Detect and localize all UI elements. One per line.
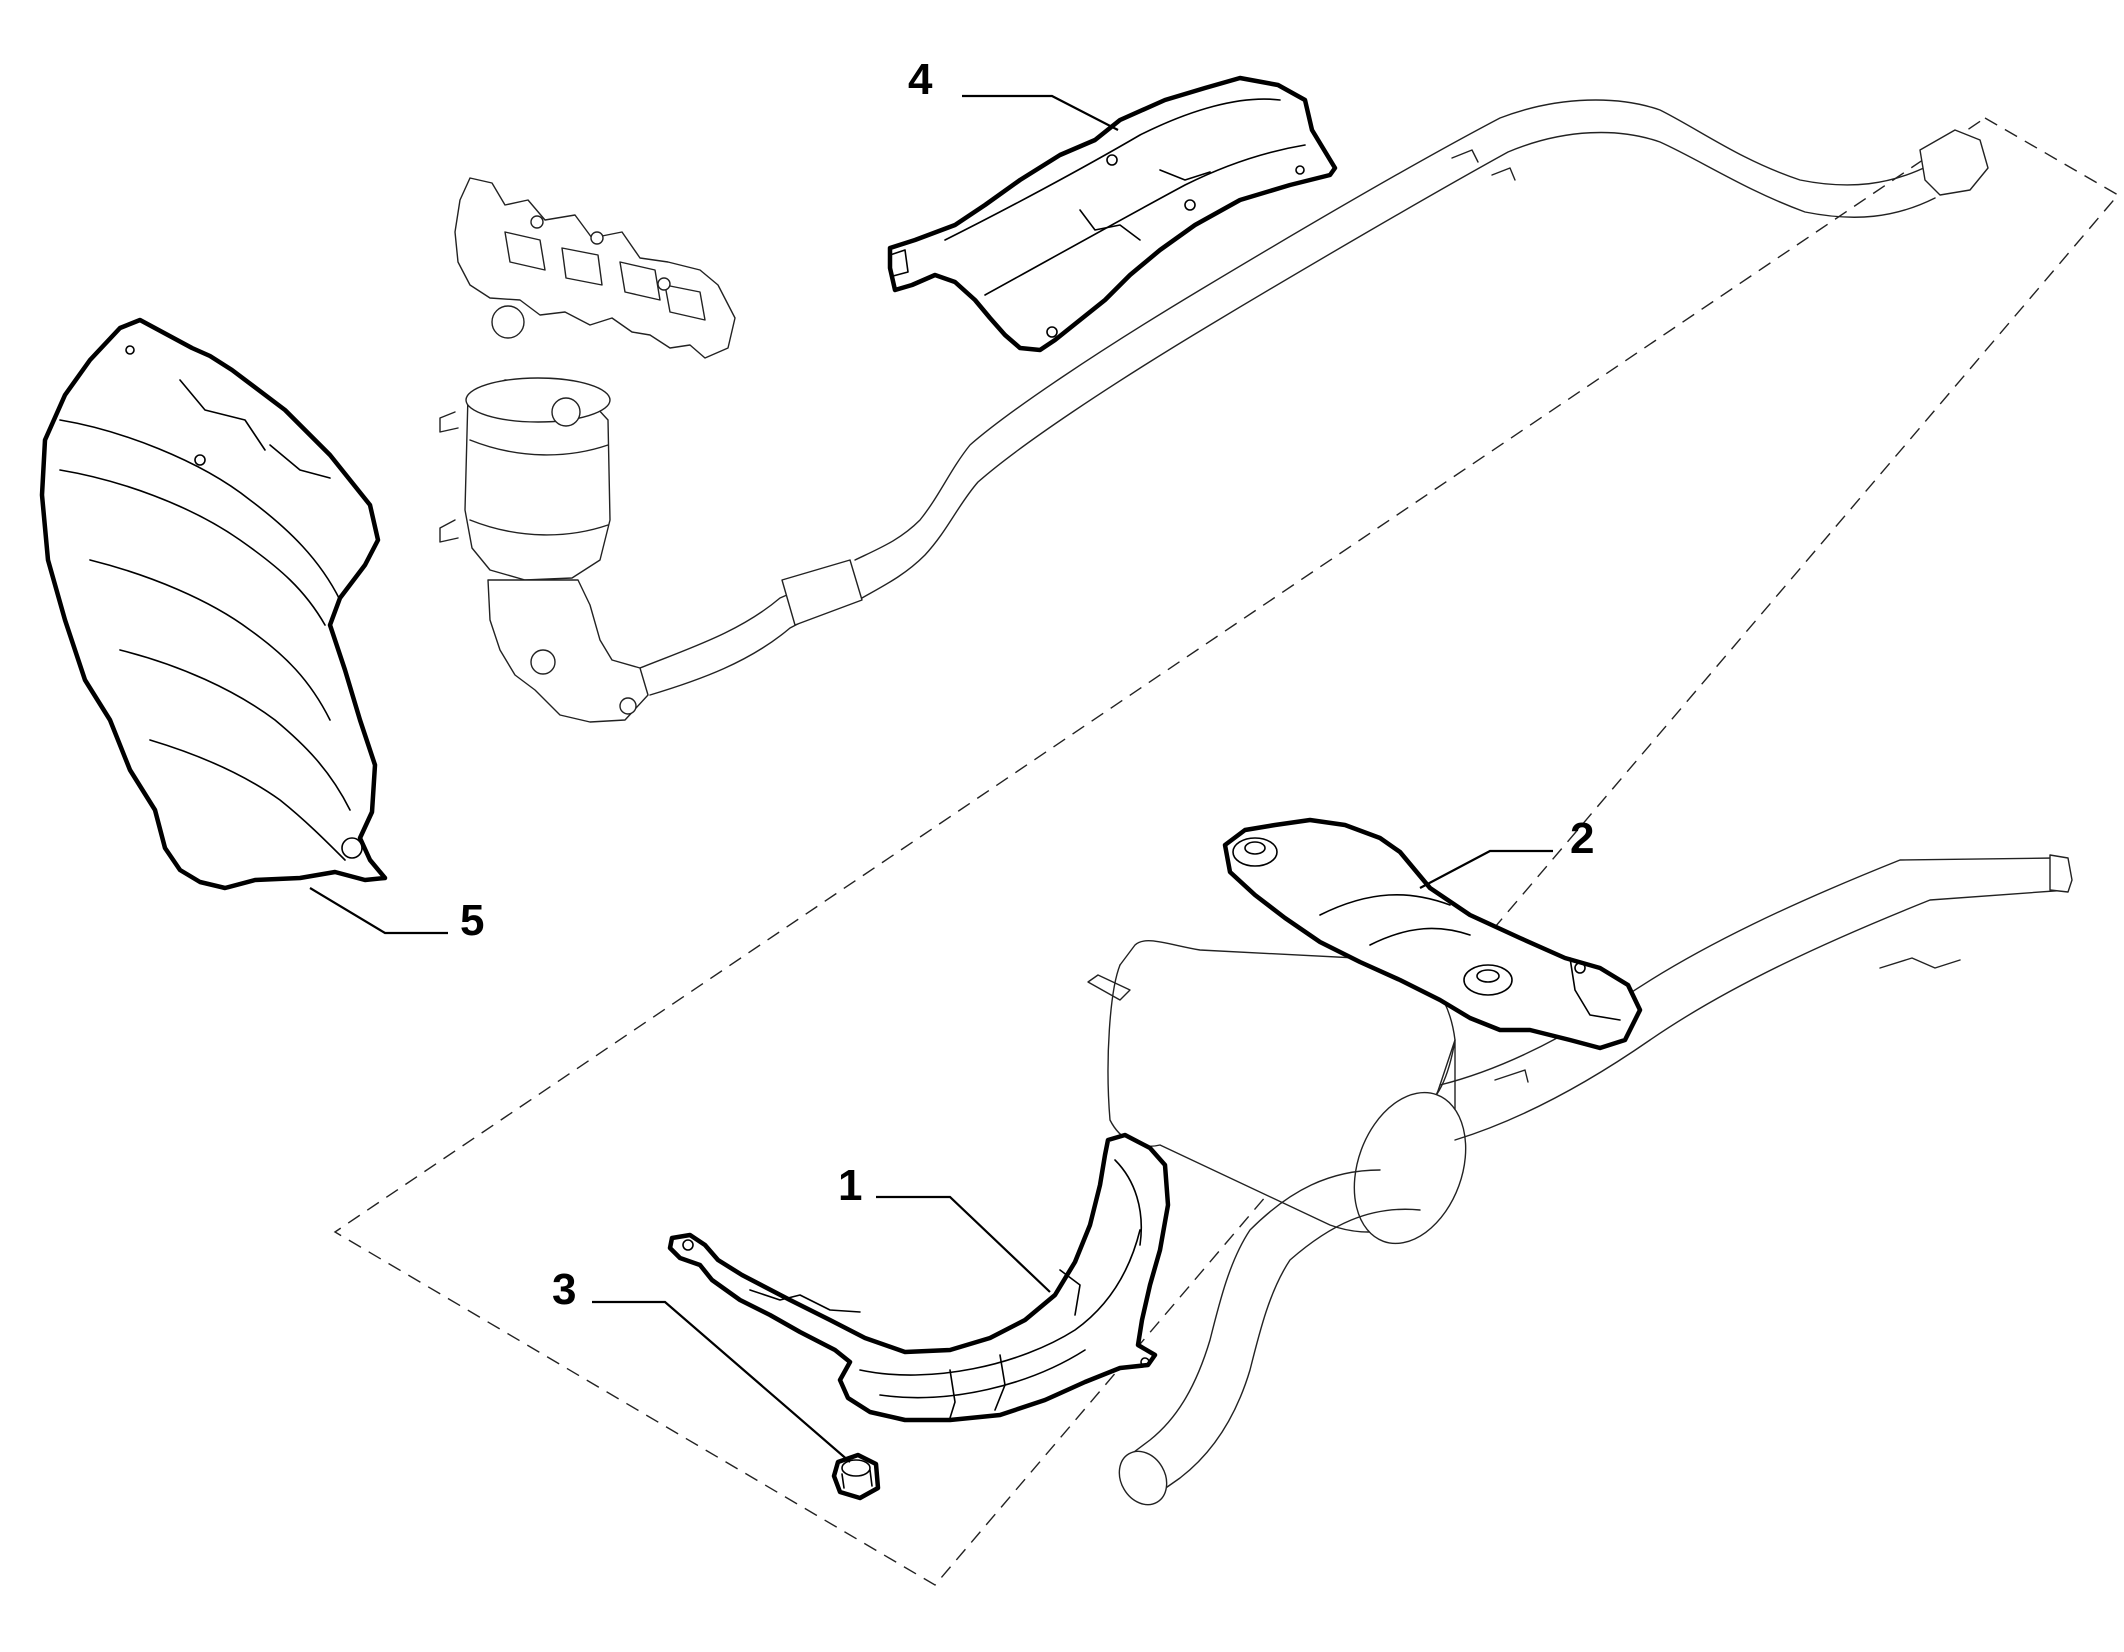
leader-line-5 [309, 887, 448, 935]
leader-line-3 [592, 1300, 851, 1463]
part-4-downpipe-heat-shield[interactable] [887, 75, 1338, 353]
callout-label-4: 4 [908, 55, 933, 104]
callout-label-1: 1 [838, 1161, 862, 1210]
dashed-reference-frame [333, 117, 2120, 1586]
part-5-manifold-heat-shield[interactable] [39, 317, 388, 891]
leader-line-4 [962, 94, 1119, 131]
leader-lines [309, 94, 1553, 1463]
exhaust-manifold-ghost [454, 177, 736, 359]
callout-label-2: 2 [1570, 814, 1594, 863]
leader-line-1 [876, 1195, 1051, 1293]
part-3-nut[interactable] [831, 1452, 881, 1501]
callout-label-3: 3 [552, 1265, 576, 1314]
callout-labels: 4 2 5 1 3 [460, 55, 1594, 1314]
callout-label-5: 5 [460, 896, 484, 945]
part-2-muffler-heat-shield[interactable] [1222, 817, 1643, 1051]
front-exhaust-pipe-ghost [639, 99, 1989, 696]
rear-muffler-ghost [1087, 854, 2073, 1506]
part-1-tailpipe-heat-shield[interactable] [667, 1132, 1171, 1423]
leader-line-2 [1419, 849, 1553, 889]
catalytic-converter-ghost [439, 377, 649, 723]
